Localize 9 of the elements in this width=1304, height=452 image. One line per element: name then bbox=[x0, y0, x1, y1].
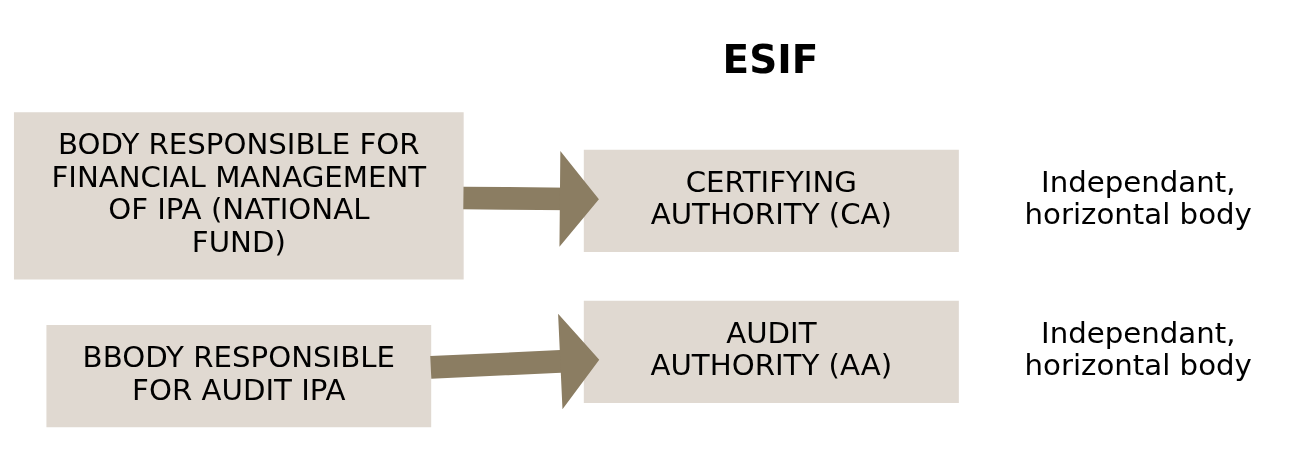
node-box: BBODY RESPONSIBLE FOR AUDIT IPA bbox=[46, 325, 432, 428]
arrow bbox=[463, 151, 599, 247]
node-label: Independant, horizontal body bbox=[1024, 164, 1252, 232]
arrow bbox=[430, 313, 600, 410]
label: ESIF bbox=[722, 36, 819, 82]
node-box: AUDIT AUTHORITY (AA) bbox=[583, 300, 959, 403]
node-label: Independant, horizontal body bbox=[1024, 315, 1252, 383]
node-box: CERTIFYING AUTHORITY (CA) bbox=[583, 149, 959, 252]
node-box: BODY RESPONSIBLE FOR FINANCIAL MANAGEMENT OF IPA (NATIONAL FUND) bbox=[13, 112, 464, 280]
